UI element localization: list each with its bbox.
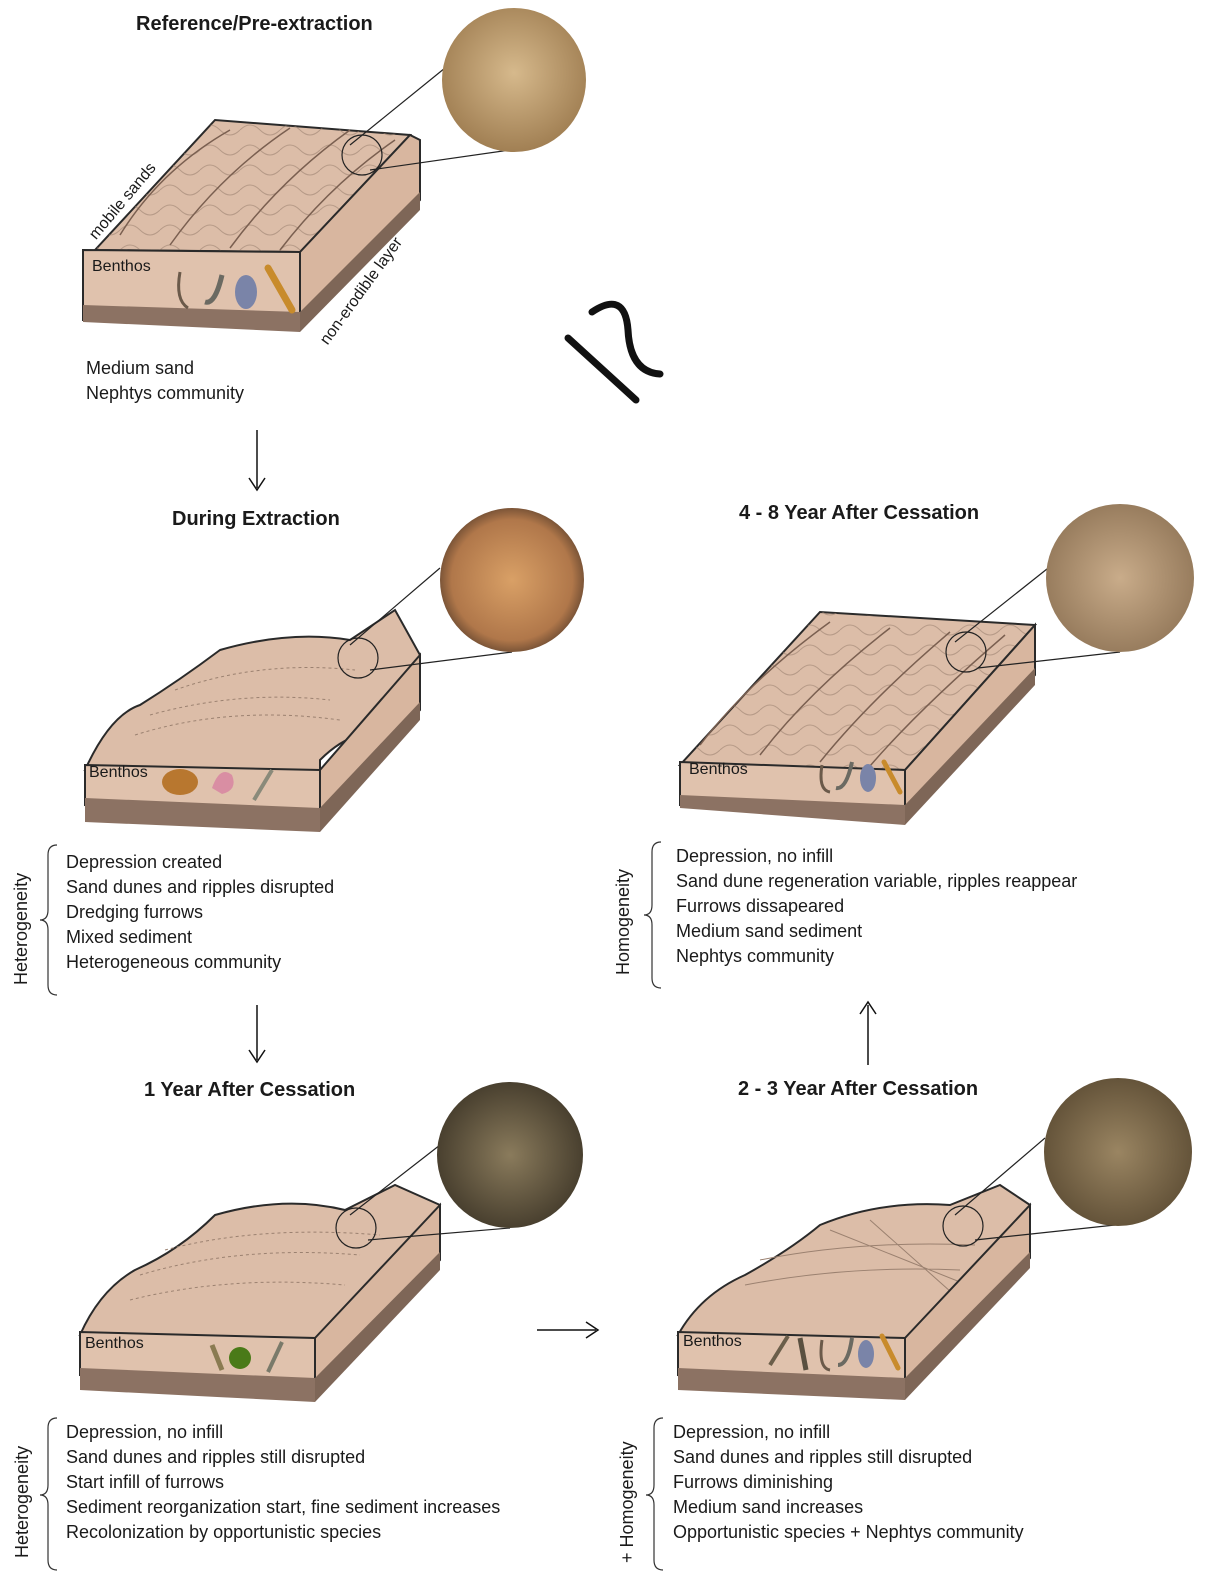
description-line: Sand dune regeneration variable, ripples… — [676, 869, 1077, 894]
benthos-label-year2-3: Benthos — [683, 1333, 742, 1351]
description-line: Recolonization by opportunistic species — [66, 1520, 500, 1545]
description-line: Dredging furrows — [66, 900, 334, 925]
benthos-label-year1: Benthos — [85, 1335, 144, 1353]
benthos-label-year4-8: Benthos — [689, 761, 748, 779]
brace-during — [40, 845, 57, 995]
brace-year4-8 — [644, 842, 661, 988]
description-line: Opportunistic species + Nephtys communit… — [673, 1520, 1024, 1545]
description-line: Depression, no infill — [66, 1420, 500, 1445]
block-year2-3 — [678, 1185, 1030, 1400]
description-year2-3: Depression, no infill Sand dunes and rip… — [673, 1420, 1024, 1545]
description-line: Nephtys community — [676, 944, 1077, 969]
description-line: Medium sand increases — [673, 1495, 1024, 1520]
brace-year1 — [40, 1418, 57, 1570]
description-line: Depression, no infill — [673, 1420, 1024, 1445]
description-line: Sand dunes and ripples disrupted — [66, 875, 334, 900]
description-line: Sand dunes and ripples still disrupted — [66, 1445, 500, 1470]
description-line: Furrows dissapeared — [676, 894, 1077, 919]
block-reference — [83, 120, 420, 332]
brace-year2-3 — [646, 1418, 663, 1570]
bracket-label-during: Heterogeneity — [11, 873, 32, 985]
description-year1: Depression, no infill Sand dunes and rip… — [66, 1420, 500, 1545]
description-line: Depression created — [66, 850, 334, 875]
description-year4-8: Depression, no infill Sand dune regenera… — [676, 844, 1077, 969]
block-year4-8 — [680, 612, 1035, 825]
description-reference: Medium sand Nephtys community — [86, 356, 244, 406]
bracket-label-year4-8: Homogeneity — [613, 869, 634, 975]
benthos-label-reference: Benthos — [92, 258, 151, 276]
stage-title-reference: Reference/Pre-extraction — [136, 13, 373, 36]
block-year1 — [80, 1185, 440, 1402]
description-line: Start infill of furrows — [66, 1470, 500, 1495]
stage-title-year2-3: 2 - 3 Year After Cessation — [738, 1078, 978, 1101]
stage-title-year4-8: 4 - 8 Year After Cessation — [739, 502, 979, 525]
bracket-label-year1: Heterogeneity — [12, 1446, 33, 1558]
description-line: Furrows diminishing — [673, 1470, 1024, 1495]
right-arrow — [537, 1322, 598, 1338]
description-line: Nephtys community — [86, 381, 244, 406]
stage-title-during: During Extraction — [172, 508, 340, 531]
approx-equal-symbol — [568, 304, 660, 400]
description-line: Depression, no infill — [676, 844, 1077, 869]
benthos-label-during: Benthos — [89, 764, 148, 782]
description-line: Medium sand sediment — [676, 919, 1077, 944]
down-arrow-2 — [249, 1005, 265, 1062]
description-during: Depression created Sand dunes and ripple… — [66, 850, 334, 975]
up-arrow — [860, 1002, 876, 1065]
description-line: Sediment reorganization start, fine sedi… — [66, 1495, 500, 1520]
bracket-label-year2-3: + Homogeneity — [617, 1441, 638, 1563]
down-arrow-1 — [249, 430, 265, 490]
description-line: Mixed sediment — [66, 925, 334, 950]
stage-title-year1: 1 Year After Cessation — [144, 1079, 355, 1102]
description-line: Medium sand — [86, 356, 244, 381]
block-during — [85, 610, 420, 832]
description-line: Sand dunes and ripples still disrupted — [673, 1445, 1024, 1470]
description-line: Heterogeneous community — [66, 950, 334, 975]
